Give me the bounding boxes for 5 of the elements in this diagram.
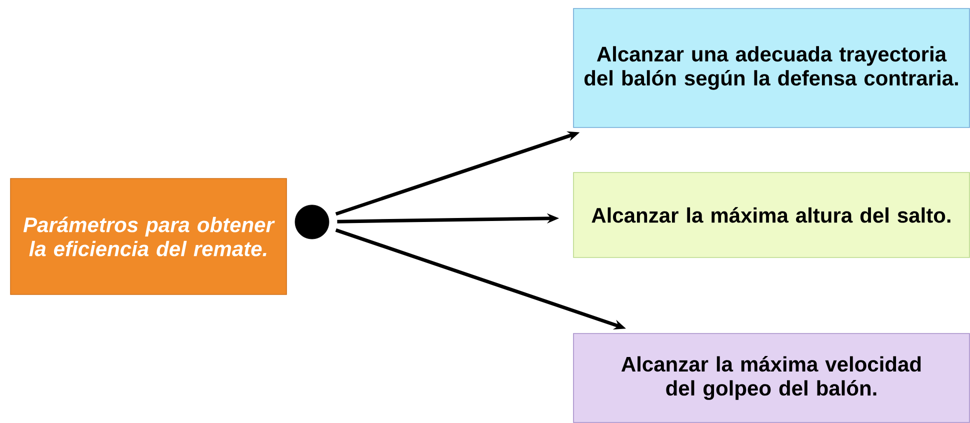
process-box: Alcanzar la máxima altura del salto. xyxy=(573,172,970,258)
process-box: Parámetros para obtener la eficiencia del remate. xyxy=(10,178,287,295)
process-box: Alcanzar una adecuada trayectoria del balón según la defensa contraria. xyxy=(573,8,970,128)
process-box: Alcanzar la máxima velocidad del golpeo del balón. xyxy=(573,333,970,423)
dot xyxy=(294,204,330,240)
